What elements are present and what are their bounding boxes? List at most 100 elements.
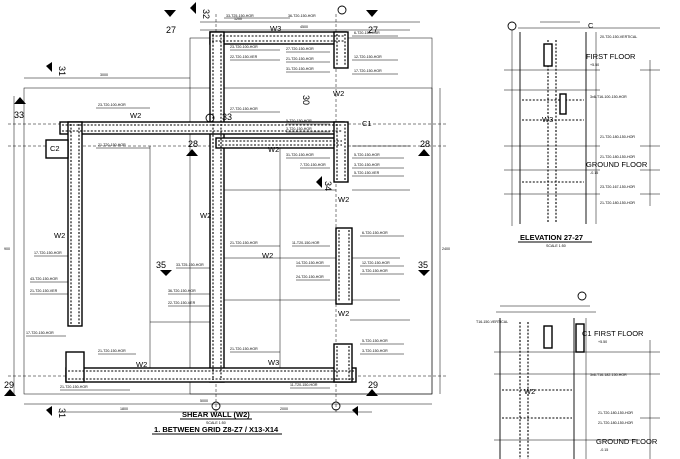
section-marker-31: 31 [57, 66, 67, 76]
rebar-lines [62, 34, 354, 380]
rebar-note: 31-T20-150-HOR [286, 153, 314, 157]
wall-label-w2: W2 [338, 309, 349, 318]
ground-floor-label: GROUND FLOOR [596, 437, 658, 446]
section-marker-arrow [366, 389, 378, 396]
wall-label-w2: W2 [262, 251, 273, 260]
section-marker-30: 30 [301, 95, 311, 105]
section-marker-arrow [14, 97, 26, 104]
rebar-note: 33-T25-150-HOR [176, 263, 204, 267]
dimension: 3000 [100, 73, 108, 77]
section-marker-35: 35 [418, 260, 428, 270]
rebar-note: 43-T20-150-HOR [30, 277, 58, 281]
rebar-note: 36-T20-150-HOR [288, 14, 316, 18]
section-marker-27: 27 [166, 25, 176, 35]
rebar-note: 7-T20-150-HOR [300, 163, 326, 167]
section-marker-arrow [4, 389, 16, 396]
rebar-note: 21-T20-150-HOR [60, 385, 88, 389]
rebar-note: 5-T20-150-VER [354, 171, 380, 175]
section-marker-arrow [316, 176, 322, 188]
rebar-note: 11-T20-150-HOR [292, 241, 320, 245]
section-marker-35: 35 [156, 260, 166, 270]
ground-floor-level: -0.15 [600, 448, 608, 452]
plan-title: SHEAR WALL (W2) [182, 410, 250, 419]
rebar-note: 3-T20-150-HOR [362, 349, 388, 353]
rebar-note: 21-T20-150-HOR [98, 349, 126, 353]
rebar-note: 23-T20-100-HOR [98, 103, 126, 107]
grid-bubbles [205, 5, 347, 411]
rebar-note: 22-T20-150-VER [168, 301, 196, 305]
section-marker-arrow [366, 10, 378, 17]
section-marker-28: 28 [420, 139, 430, 149]
wall-label-w2: W2 [333, 89, 344, 98]
section-markers: 27 27 32 31 31 33 33 28 28 [4, 2, 430, 418]
first-floor-level: +5.50 [590, 63, 599, 67]
plan-title-block: SHEAR WALL (W2) SCALE 1:50 1. BETWEEN GR… [152, 410, 282, 435]
rebar-note: 24-T20-150-HOR [296, 275, 324, 279]
wall-label-w3: W3 [268, 358, 279, 367]
rebar-note: 3-T20-150-HOR [354, 163, 380, 167]
rebar-note: 5-T20-150-HOR [354, 153, 380, 157]
wall-label-w2: W2 [338, 195, 349, 204]
rebar-note: 17-T20-150-HOR [26, 331, 54, 335]
dimension: 2400 [442, 247, 450, 251]
dimension: 2000 [280, 407, 288, 411]
first-floor-label: FIRST FLOOR [586, 52, 636, 61]
rebar-note: 11-T20-150-HOR [290, 383, 318, 387]
rebar-note: 21-T20-180-150-HOR [600, 155, 635, 159]
section-marker-arrow [190, 2, 196, 14]
section-marker-34: 34 [323, 181, 333, 191]
rebar-note: 23-T20-100-HOR [230, 45, 258, 49]
section-marker-arrow [186, 149, 198, 156]
dimension: 900 [4, 247, 10, 251]
rebar-note: 21-T20-150-HOR [286, 57, 314, 61]
rebar-note: 36-T20-150-HOR [168, 289, 196, 293]
rebar-note: 21-T20-150-VER [30, 289, 58, 293]
section-marker-27: 27 [368, 25, 378, 35]
dimension: 1800 [120, 407, 128, 411]
section-marker-29: 29 [4, 380, 14, 390]
wall-label-w2: W2 [54, 231, 65, 240]
section-marker-arrow [418, 149, 430, 156]
column-label-c: C [588, 21, 594, 30]
rebar-note: 12-T20-150-HOR [354, 55, 382, 59]
section-marker-arrow [46, 406, 52, 416]
rebar-note: 17-T20-150-HOR [34, 251, 62, 255]
section-marker-32: 32 [201, 9, 211, 19]
rebar-note: 6-T20-150-HOR [362, 231, 388, 235]
rebar-note: 21-T20-180-150-HOR [600, 201, 635, 205]
rebar-note: 33-T25-150-HOR [226, 14, 254, 18]
section-marker-31: 31 [57, 408, 67, 418]
section-marker-33: 33 [14, 110, 24, 120]
section-marker-arrow [164, 10, 176, 17]
section-marker-arrow [160, 270, 172, 276]
rebar-note: 5-T20-150-HOR [362, 339, 388, 343]
rebar-note: 14-T20-150-HOR [296, 261, 324, 265]
rebar-note: 21-T20-150-HOR [230, 347, 258, 351]
rebar-notes: 33-T25-150-HOR 36-T20-150-HOR 23-T20-100… [26, 14, 390, 389]
rebar-note: 21-T20-150-HOR [230, 241, 258, 245]
rebar-note: 20-T20-150-VERTICAL [600, 35, 637, 39]
column-label-c1: C1 [582, 329, 592, 338]
shear-wall-plan: 33-T25-150-HOR 36-T20-150-HOR 23-T20-100… [4, 2, 450, 435]
plan-scale: SCALE 1:50 [206, 421, 226, 425]
wall-labels: W3 W3 W2 W2 W2 W2 W2 W2 W2 W2 W2 C1 C2 [50, 24, 372, 369]
dimensions: 3000 4500 1200 5000 1800 2000 2400 900 [4, 17, 450, 411]
rebar-note: 23-T20-167-150-HOR [600, 185, 635, 189]
wall-label-w2: W2 [200, 211, 211, 220]
elevation-second: T16-150-VERTICAL 3x6-T16-182-150-HOR 21-… [476, 291, 660, 459]
rebar-note: 27-T20-150-HOR [286, 47, 314, 51]
first-floor-label: FIRST FLOOR [594, 329, 644, 338]
ground-floor-level: -0.15 [590, 171, 598, 175]
wall-label-w3: W3 [270, 24, 281, 33]
rebar-note: 21-T20-180-150-HOR [598, 411, 633, 415]
rebar-note: 12-T20-150-HOR [362, 261, 390, 265]
rebar-note: 3-T20-150-HOR [286, 127, 312, 131]
wall-label-w2: W2 [524, 387, 535, 396]
rebar-note: 3x6-T16-182-150-HOR [590, 373, 627, 377]
section-marker-28: 28 [188, 139, 198, 149]
column-label-c1: C1 [362, 119, 372, 128]
dimension: 4500 [300, 25, 308, 29]
wall-bands [45, 31, 357, 383]
section-marker-arrow [352, 406, 358, 416]
